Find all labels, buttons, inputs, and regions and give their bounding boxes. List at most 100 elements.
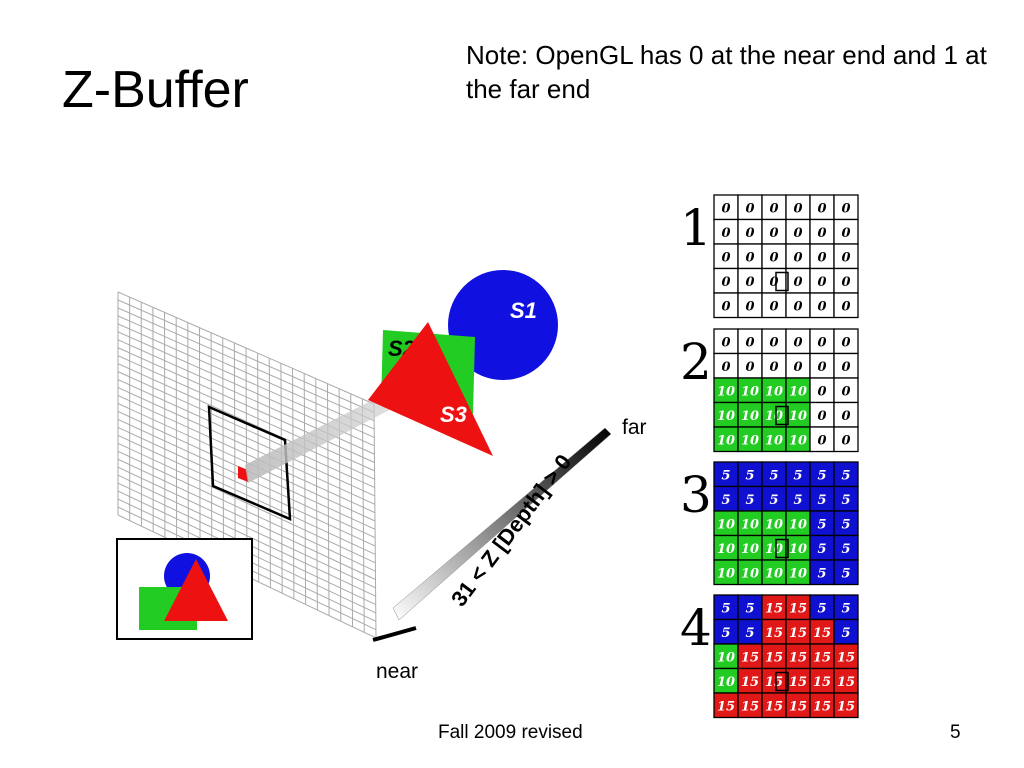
zbuffer-cell-value: 5: [745, 601, 754, 616]
zbuffer-cell: [785, 292, 811, 319]
zbuffer-cell-value: 15: [813, 675, 831, 690]
zbuffer-cell-value: 15: [813, 650, 831, 665]
zbuffer-cell-value: 0: [793, 201, 802, 216]
zbuffer-cell: [713, 510, 739, 537]
zbuffer-cell-value: 0: [841, 409, 850, 424]
zbuffer-cell-value: 0: [841, 384, 850, 399]
zbuffer-cell-value: 10: [741, 566, 759, 581]
zbuffer-cell: [833, 510, 859, 537]
zbuffer-cell-value: 5: [841, 566, 850, 581]
zbuffer-cell-value: 0: [817, 299, 826, 314]
zbuffer-cell-value: 10: [765, 566, 783, 581]
zbuffer-cell-value: 0: [793, 275, 802, 290]
zbuffer-cell: [809, 426, 835, 453]
zbuffer-cell: [833, 352, 859, 379]
zbuffer-cell-value: 10: [741, 384, 759, 399]
zbuffer-cell-value: 10: [765, 433, 783, 448]
zbuffer-cell: [761, 618, 787, 645]
zbuffer-cell-value: 5: [721, 601, 730, 616]
zbuffer-cell-value: 5: [817, 517, 826, 532]
zbuffer-cell-value: 10: [765, 409, 783, 424]
zbuffer-cell-value: 0: [817, 433, 826, 448]
opengl-note: Note: OpenGL has 0 at the near end and 1…: [466, 40, 987, 104]
zbuffer-cell-value: 5: [769, 493, 778, 508]
zbuffer-cell: [737, 667, 763, 694]
zbuffer-cell-value: 0: [817, 409, 826, 424]
zbuffer-cell-value: 0: [745, 299, 754, 314]
zbuffer-cell-value: 5: [841, 626, 850, 641]
zbuffer-cell-value: 10: [717, 650, 735, 665]
sample-pixel-marker: [775, 671, 789, 692]
zbuffer-cell-value: 10: [789, 517, 807, 532]
zbuffer-cell: [761, 292, 787, 319]
zbuffer-cell: [761, 194, 787, 221]
zbuffer-cell-value: 5: [841, 517, 850, 532]
grid-line: [117, 395, 376, 514]
s3-label: S3: [440, 402, 467, 427]
zbuffer-cell-value: 5: [817, 601, 826, 616]
zbuffer-cell: [785, 534, 811, 561]
grid-line: [117, 458, 376, 580]
zbuffer-cell-value: 15: [789, 601, 807, 616]
zbuffer-cell-value: 0: [721, 226, 730, 241]
zbuffer-cell-value: 0: [841, 433, 850, 448]
zbuffer-cell: [809, 559, 835, 586]
zbuffer-cell-value: 15: [789, 699, 807, 714]
zbuffer-cell-value: 5: [817, 468, 826, 483]
zbuffer-cell-value: 0: [841, 360, 850, 375]
zbuffer-cell-value: 0: [841, 201, 850, 216]
step-number: 1: [680, 199, 712, 257]
zbuffer-cell-value: 0: [721, 250, 730, 265]
grid-line: [117, 474, 376, 597]
zbuffer-cell-value: 0: [745, 250, 754, 265]
zbuffer-cell: [713, 377, 739, 404]
zbuffer-cell: [833, 485, 859, 512]
zbuffer-cell-value: 5: [745, 468, 754, 483]
zbuffer-cell-value: 5: [745, 493, 754, 508]
grid-line: [117, 323, 375, 438]
zbuffer-cell: [833, 534, 859, 561]
zbuffer-cell-value: 5: [721, 626, 730, 641]
zbuffer-cell-value: 0: [793, 226, 802, 241]
zbuffer-cell-value: 0: [841, 335, 850, 350]
zbuffer-cell: [713, 594, 739, 621]
zbuffer-cell-value: 0: [841, 275, 850, 290]
zbuffer-cell: [785, 510, 811, 537]
zbuffer-cell: [833, 692, 859, 719]
zbuffer-cell-value: 0: [769, 299, 778, 314]
zbuffer-cell: [833, 461, 859, 488]
zbuffer-cell-value: 15: [741, 675, 759, 690]
zbuffer-cell-value: 0: [793, 250, 802, 265]
zbuffer-cell-value: 10: [765, 384, 783, 399]
zbuffer-cell: [761, 510, 787, 537]
zbuffer-cell-value: 15: [813, 699, 831, 714]
grid-line: [117, 450, 376, 572]
zbuffer-cell-value: 10: [717, 409, 735, 424]
zbuffer-cell: [785, 692, 811, 719]
grid-line: [117, 355, 375, 472]
zbuffer-cell-value: 5: [745, 626, 754, 641]
zbuffer-cell-value: 0: [721, 201, 730, 216]
zbuffer-cell-value: 0: [721, 299, 730, 314]
zbuffer-cell-value: 15: [717, 699, 735, 714]
zbuffer-cell: [785, 267, 811, 294]
zbuffer-cell: [713, 194, 739, 221]
zbuffer-cell-value: 15: [741, 650, 759, 665]
zbuffer-cell: [833, 377, 859, 404]
zbuffer-cell-value: 0: [817, 250, 826, 265]
zbuffer-cell: [785, 559, 811, 586]
zbuffer-cell: [737, 643, 763, 670]
zbuffer-cell-value: 0: [745, 275, 754, 290]
zbuffer-cell: [809, 292, 835, 319]
zbuffer-cell-value: 10: [741, 433, 759, 448]
zbuffer-cell-value: 10: [789, 542, 807, 557]
zbuffer-cell-value: 0: [745, 226, 754, 241]
zbuffer-cell-value: 5: [817, 566, 826, 581]
zbuffer-cell-value: 0: [793, 335, 802, 350]
slide-title: Z-Buffer: [62, 61, 249, 119]
zbuffer-cell: [713, 292, 739, 319]
zbuffer-cell-value: 15: [765, 675, 783, 690]
zbuffer-cell: [737, 218, 763, 245]
zbuffer-cell-value: 10: [717, 517, 735, 532]
zbuffer-cell: [809, 534, 835, 561]
